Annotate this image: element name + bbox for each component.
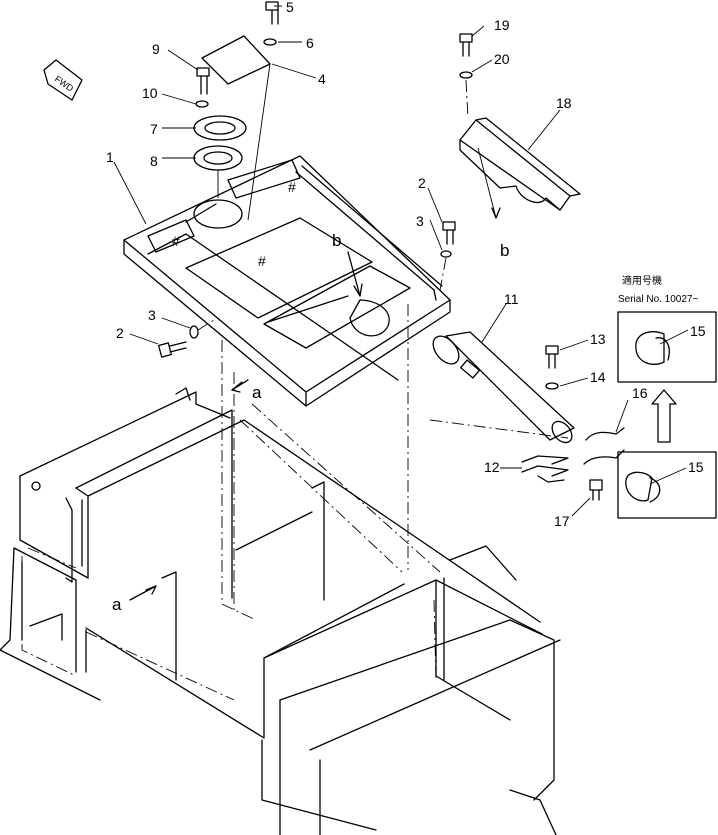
callout-15-lower: 15	[688, 459, 704, 475]
bolt-13-icon	[545, 345, 559, 369]
callout-8: 8	[150, 153, 158, 169]
callout-15-upper: 15	[690, 323, 706, 339]
clamp-16-icon	[583, 427, 625, 465]
ref-b-bottom: b	[500, 241, 509, 260]
callout-7: 7	[150, 121, 158, 137]
washer-14-icon	[545, 382, 559, 390]
hatch-mark: #	[258, 253, 266, 269]
fwd-arrow-icon: FWD	[43, 59, 83, 101]
washer-6-icon	[263, 38, 277, 46]
ref-a-bottom: a	[112, 595, 122, 614]
callout-3-right: 3	[416, 213, 424, 229]
callout-11: 11	[504, 291, 519, 307]
hatch-mark: #	[172, 233, 180, 249]
ref-a-top: a	[252, 383, 262, 402]
callout-18: 18	[556, 95, 572, 111]
callout-12: 12	[484, 459, 500, 475]
washer-3-right-icon	[440, 250, 452, 258]
callout-4: 4	[318, 71, 326, 87]
callout-10: 10	[142, 85, 158, 101]
callout-17: 17	[554, 513, 570, 529]
callout-9: 9	[152, 41, 160, 57]
bolt-19-icon	[459, 33, 473, 57]
callout-2-right: 2	[418, 175, 426, 191]
bolt-5-icon	[265, 1, 279, 25]
serial-box-upper	[617, 311, 717, 383]
callout-13: 13	[590, 331, 606, 347]
ref-b-top: b	[332, 231, 341, 250]
washer-3-left-icon	[189, 325, 199, 339]
bolt-2-left-icon	[157, 341, 187, 358]
callouts: 1 2 2 3 3 4 5 6 7 8 9 10 11 12 13 14 15 …	[106, 0, 706, 529]
guard-icon	[459, 117, 581, 211]
callout-16: 16	[632, 385, 648, 401]
cabinet-body-icon	[0, 387, 561, 835]
callout-1: 1	[106, 149, 114, 165]
hatch-mark: #	[288, 179, 296, 195]
top-cover-icon: # # #	[123, 155, 451, 407]
dashed-lines	[21, 304, 569, 701]
bolt-9-icon	[196, 67, 210, 95]
arrow-up-icon	[651, 389, 677, 443]
leader-lines	[113, 5, 689, 517]
callout-2-left: 2	[116, 325, 124, 341]
washer-10-icon	[195, 100, 209, 108]
gasket-8-icon	[193, 145, 243, 171]
callout-20: 20	[494, 51, 510, 67]
bolt-17-icon	[589, 479, 603, 501]
serial-note-jp: 適用号機	[622, 274, 662, 287]
serial-note: Serial No. 10027~	[618, 294, 698, 305]
serial-box-lower	[617, 451, 717, 519]
fwd-label: FWD	[53, 74, 76, 94]
gasket-7-icon	[193, 115, 247, 141]
callout-6: 6	[306, 35, 314, 51]
clamp-12-icon	[521, 455, 569, 483]
callout-19: 19	[494, 17, 510, 33]
pipe-icon	[432, 331, 575, 444]
washer-20-icon	[459, 71, 473, 79]
cover-plate-icon	[201, 35, 271, 221]
callout-3-left: 3	[148, 307, 156, 323]
bolt-2-right-icon	[442, 221, 456, 245]
callout-5: 5	[286, 0, 294, 15]
callout-14: 14	[590, 369, 606, 385]
